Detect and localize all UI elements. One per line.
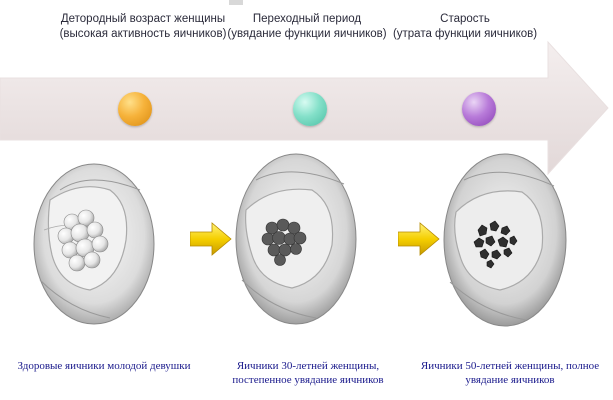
stage-subtitle: (утрата функции яичников) [392, 28, 538, 40]
stage-title: Детородный возраст женщины [60, 13, 226, 25]
caption-fifty: Яичники 50-летней женщины, полное увядан… [420, 360, 600, 386]
stage-header-fertile: Детородный возраст женщины (высокая акти… [48, 12, 238, 41]
stage-header-transition: Переходный период (увядание функции яичн… [212, 12, 402, 41]
stage-marker-orange [118, 92, 152, 126]
stage-title: Старость [440, 13, 490, 25]
stage-subtitle: (высокая активность яичников) [59, 28, 227, 40]
stage-header-old-age: Старость (утрата функции яичников) [370, 12, 560, 41]
stage-title: Переходный период [252, 13, 362, 25]
caption-young: Здоровые яичники молодой девушки [17, 360, 191, 372]
caption-thirty: Яичники 30-летней женщины, постепенное у… [232, 360, 384, 386]
stage-marker-purple [462, 92, 496, 126]
ovary-illustration-fifty [443, 153, 567, 327]
top-mark [229, 0, 243, 5]
step-arrow-1 [190, 222, 232, 256]
ovary-illustration-thirty [235, 153, 357, 325]
stage-marker-teal [293, 92, 327, 126]
stage-subtitle: (увядание функции яичников) [227, 28, 387, 40]
step-arrow-2 [398, 222, 440, 256]
ovary-illustration-young [33, 163, 155, 325]
